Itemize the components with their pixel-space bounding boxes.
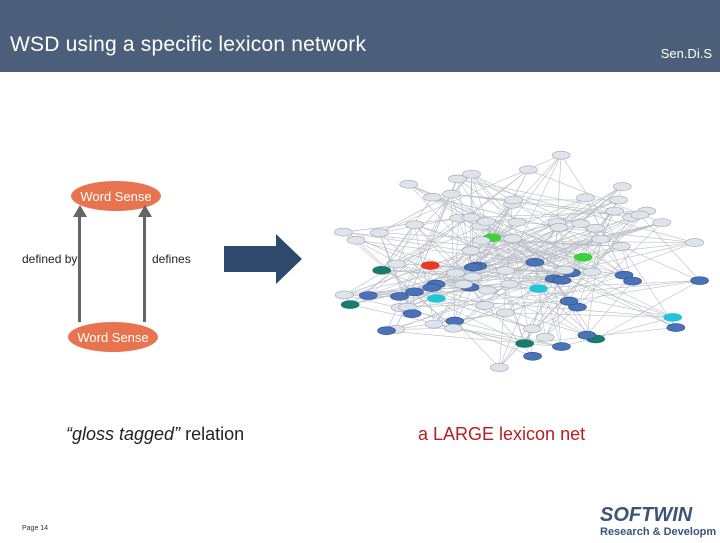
network-node (388, 260, 406, 268)
network-node (613, 183, 631, 191)
network-node (606, 207, 624, 215)
network-node (664, 313, 682, 321)
network-node (624, 277, 642, 285)
network-node (427, 294, 445, 302)
network-node (335, 291, 353, 299)
network-node (421, 262, 439, 270)
svg-text:Research & Development: Research & Development (600, 526, 716, 538)
network-node (560, 297, 578, 305)
network-node (516, 340, 534, 348)
network-node (553, 276, 571, 284)
network-node (519, 166, 537, 174)
network-node (447, 269, 465, 277)
network-node (403, 310, 421, 318)
word-sense-node-bottom: Word Sense (68, 322, 158, 352)
network-edge (561, 317, 672, 346)
network-node (373, 266, 391, 274)
gloss-tagged-caption: “gloss tagged” relation (66, 424, 244, 445)
network-node (612, 242, 630, 250)
network-node (444, 324, 462, 332)
network-edge (596, 281, 700, 339)
network-node (524, 352, 542, 360)
network-node (378, 327, 396, 335)
header-bar: WSD using a specific lexicon network Sen… (0, 0, 720, 72)
network-node (552, 343, 570, 351)
network-node (587, 224, 605, 232)
network-node (583, 268, 601, 276)
network-node (592, 235, 610, 243)
network-node (472, 237, 490, 245)
network-node (464, 263, 482, 271)
network-node (446, 317, 464, 325)
network-node (477, 218, 495, 226)
network-node (464, 273, 482, 281)
network-node (556, 266, 574, 274)
network-node (423, 284, 441, 292)
network-node (454, 280, 472, 288)
network-node (552, 151, 570, 159)
network-node (572, 220, 590, 228)
defines-edge (143, 210, 146, 322)
network-node (405, 288, 423, 296)
network-node (530, 285, 548, 293)
network-node (442, 190, 460, 198)
network-nodes (334, 151, 708, 371)
defined-by-label: defined by (22, 252, 77, 266)
network-node (406, 221, 424, 229)
network-node (667, 324, 685, 332)
network-node (653, 219, 671, 227)
network-node (423, 193, 441, 201)
network-node (341, 301, 359, 309)
network-node (496, 267, 514, 275)
network-node (500, 280, 518, 288)
network-node (505, 196, 523, 204)
network-node (578, 331, 596, 339)
network-node (536, 333, 554, 341)
network-node (574, 253, 592, 261)
right-arrow-icon (224, 234, 304, 284)
network-node (523, 325, 541, 333)
network-node (686, 239, 704, 247)
network-node (359, 291, 377, 299)
network-node (462, 213, 480, 221)
network-edge (453, 289, 538, 329)
network-node (400, 180, 418, 188)
network-node (347, 236, 365, 244)
network-node (462, 247, 480, 255)
slide-title: WSD using a specific lexicon network (10, 33, 366, 57)
network-node (462, 170, 480, 178)
network-node (496, 309, 514, 317)
network-node (334, 228, 352, 236)
network-node (610, 196, 628, 204)
large-lexicon-caption: a LARGE lexicon net (418, 424, 585, 445)
network-node (550, 223, 568, 231)
network-node (691, 277, 709, 285)
network-node (425, 320, 443, 328)
network-node (526, 258, 544, 266)
defines-arrowhead-icon (137, 205, 153, 219)
network-node (370, 229, 388, 237)
network-node (490, 363, 508, 371)
lexicon-network-graph (320, 135, 720, 395)
network-node (631, 211, 649, 219)
network-node (476, 301, 494, 309)
gloss-tagged-quote: “gloss tagged” (66, 424, 180, 444)
brand-label: Sen.Di.S (661, 46, 712, 61)
page-number: Page 14 (22, 525, 48, 532)
relation-word: relation (180, 424, 244, 444)
svg-text:SOFTWIN: SOFTWIN (600, 504, 693, 526)
defines-label: defines (152, 252, 191, 266)
softwin-logo: SOFTWIN Research & Development (596, 500, 716, 538)
network-node (577, 194, 595, 202)
network-node (508, 218, 526, 226)
network-edge (343, 218, 458, 232)
network-node (504, 235, 522, 243)
defined-by-edge (78, 210, 81, 322)
network-node (478, 286, 496, 294)
defined-by-arrowhead-icon (72, 205, 88, 219)
network-node (390, 292, 408, 300)
